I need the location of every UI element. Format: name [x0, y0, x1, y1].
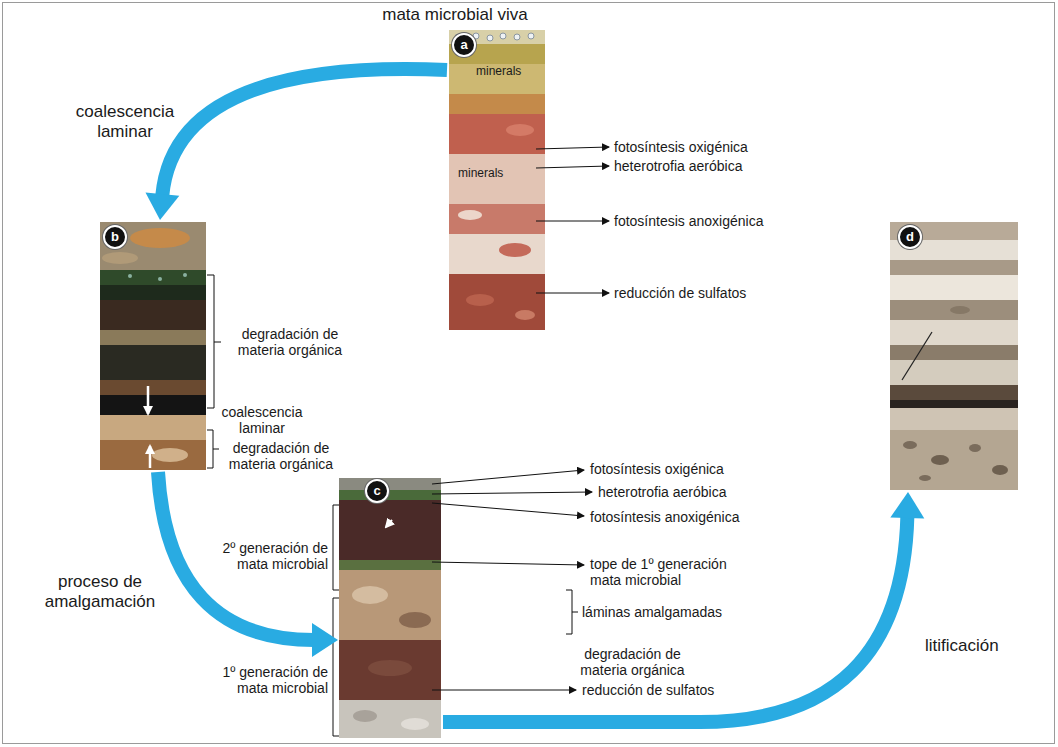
- panel-letter: d: [898, 225, 922, 249]
- annotation-label: minerals: [476, 64, 521, 78]
- annotation-label: degradación de materia orgánica: [231, 326, 349, 358]
- mat-photo-b: [100, 222, 206, 470]
- arrow-head: [312, 623, 338, 657]
- panel-letter: b: [103, 225, 127, 249]
- photo-panel: d: [890, 222, 1018, 490]
- process-label: litificación: [925, 636, 999, 656]
- annotation-label: minerals: [458, 166, 503, 180]
- annotation-label: mata microbial viva: [355, 5, 555, 25]
- annotation-label: degradación de materia orgánica: [570, 646, 695, 678]
- annotation-label: láminas amalgamadas: [582, 604, 722, 620]
- annotation-label: 2º generación de mata microbial: [203, 540, 328, 572]
- arrow-head: [145, 193, 179, 220]
- panel-letter: c: [365, 479, 389, 503]
- annotation-label: coalescencia laminar: [217, 404, 307, 436]
- flow-arrow: [158, 472, 338, 657]
- mat-photo-a: [449, 30, 545, 330]
- flow-arrow-body: [162, 69, 447, 196]
- annotation-label: fotosíntesis anoxigénica: [590, 509, 739, 525]
- annotation-label: fotosíntesis oxigénica: [614, 139, 748, 155]
- arrow-head: [890, 492, 924, 518]
- annotation-label: heterotrofia aeróbica: [614, 158, 742, 174]
- annotation-label: tope de 1º generación mata microbial: [590, 556, 748, 588]
- flow-arrow: [145, 69, 447, 220]
- photo-panel: b: [100, 222, 206, 470]
- annotation-label: reducción de sulfatos: [614, 285, 746, 301]
- annotation-label: fotosíntesis anoxigénica: [614, 213, 763, 229]
- annotation-label: 1º generación de mata microbial: [203, 664, 328, 696]
- photo-panel: c: [339, 478, 441, 738]
- annotation-label: fotosíntesis oxigénica: [590, 461, 724, 477]
- mat-photo-c: [339, 478, 441, 738]
- process-label: proceso de amalgamación: [40, 572, 160, 612]
- frame: [3, 3, 1055, 744]
- rock-photo-d: [890, 222, 1018, 490]
- annotation-label: reducción de sulfatos: [582, 682, 714, 698]
- panel-letter: a: [452, 33, 476, 57]
- process-label: coalescencia laminar: [70, 102, 180, 142]
- flow-arrow-body: [443, 516, 907, 722]
- annotation-label: degradación de materia orgánica: [222, 440, 340, 472]
- flow-arrow: [443, 492, 924, 722]
- annotation-label: heterotrofia aeróbica: [598, 484, 726, 500]
